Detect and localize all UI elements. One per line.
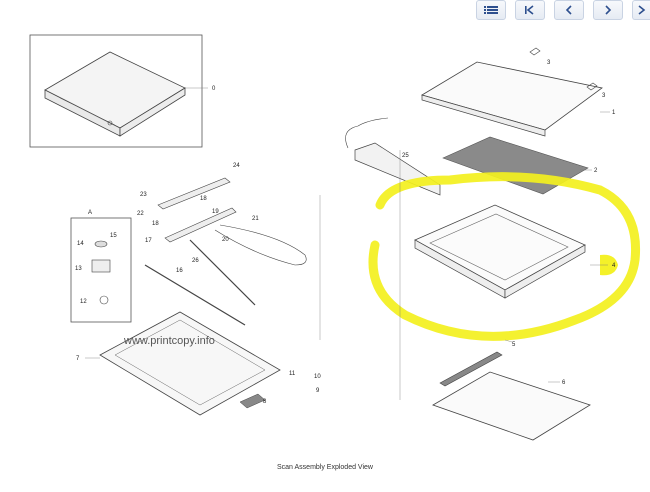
part-label: 4 (612, 263, 616, 269)
part-label: 26 (192, 258, 199, 264)
chevron-left-icon (565, 5, 572, 15)
part-label: 22 (137, 211, 144, 217)
part-label: 14 (77, 241, 84, 247)
menu-button[interactable] (476, 0, 506, 20)
prev-page-button[interactable] (554, 0, 584, 20)
part-label: 3 (602, 93, 606, 99)
part-label: 0 (212, 86, 216, 92)
diagram-caption: Scan Assembly Exploded View (277, 464, 373, 471)
first-page-button[interactable] (515, 0, 545, 20)
watermark-text: www.printcopy.info (123, 335, 215, 347)
part-label: 13 (75, 266, 82, 272)
part-label: 7 (76, 356, 80, 362)
part-label: 15 (110, 233, 117, 239)
part-label: 10 (314, 374, 321, 380)
part-label: 19 (212, 209, 219, 215)
first-page-icon (525, 5, 534, 15)
part-label: 24 (233, 163, 240, 169)
inset-label: A (88, 210, 92, 216)
part-label: 2 (594, 168, 598, 174)
part-label: 21 (252, 216, 259, 222)
part-label: 6 (562, 380, 566, 386)
next-page-button[interactable] (593, 0, 623, 20)
yellow-highlight-marker (368, 172, 641, 341)
part-label: 3 (547, 60, 551, 66)
part-label: 8 (263, 399, 267, 405)
assembled-view-frame (29, 34, 203, 148)
part-label: 20 (222, 237, 229, 243)
part-label: 23 (140, 192, 147, 198)
part-label: 12 (80, 299, 87, 305)
part-label: 1 (612, 110, 616, 116)
part-label: 9 (316, 388, 320, 394)
part-label: 25 (402, 153, 409, 159)
part-label: 16 (176, 268, 183, 274)
last-page-icon (638, 5, 645, 15)
chevron-right-icon (605, 5, 612, 15)
last-page-button[interactable] (632, 0, 650, 20)
part-label: 18 (152, 221, 159, 227)
exploded-view-diagram: 0 1 2 3 3 4 5 6 7 8 9 10 11 12 13 14 15 … (29, 34, 641, 441)
inset-a-frame (70, 217, 132, 323)
part-label: 18 (200, 196, 207, 202)
navigation-toolbar (476, 0, 650, 22)
part-label: 11 (289, 371, 296, 377)
part-label: 17 (145, 238, 152, 244)
list-icon (484, 6, 498, 14)
part-label: 5 (512, 342, 516, 348)
